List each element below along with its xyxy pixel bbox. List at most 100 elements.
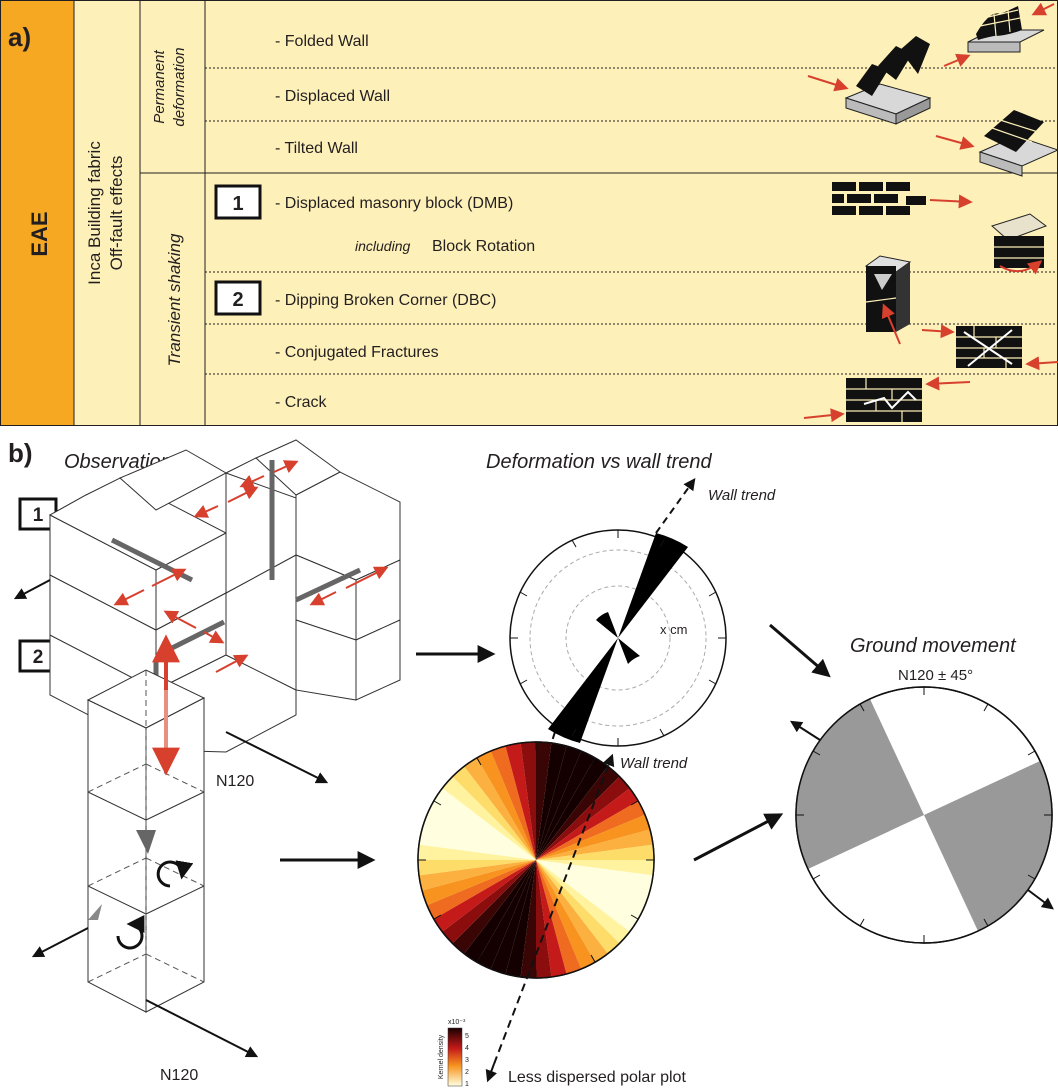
rose-ring-inner <box>565 585 671 691</box>
fabric-label-line1: Inca Building fabric <box>85 141 104 285</box>
kde-sector <box>427 860 536 919</box>
rose-ring-outer <box>529 549 707 727</box>
n120-arrow-top <box>225 731 329 784</box>
kde-sector <box>477 860 536 969</box>
kde-sector <box>536 829 653 860</box>
kde-sector <box>536 788 639 860</box>
dmb-bricks-icon <box>832 182 973 215</box>
item-conjugated: - Conjugated Fractures <box>275 344 439 361</box>
kde-sectors <box>417 742 655 978</box>
n120-label-top: N120 <box>216 773 254 790</box>
kernel-colorbar <box>447 1027 463 1087</box>
kde-sector <box>536 860 639 932</box>
kernel-tick-3: 3 <box>465 1057 469 1064</box>
fabric-label-line2: Off-fault effects <box>107 156 126 271</box>
kde-sector <box>422 860 536 906</box>
kde-sector <box>505 743 536 860</box>
kde-sector <box>536 860 567 977</box>
panel-b-label: b) <box>8 438 33 468</box>
kernel-exponent: x10⁻³ <box>448 1019 466 1026</box>
less-dispersed-label: Less dispersed polar plot <box>508 1069 686 1086</box>
kde-sector <box>418 860 536 876</box>
kernel-tick-5: 5 <box>465 1033 469 1040</box>
panel-a-label: a) <box>8 22 31 52</box>
kde-sector <box>464 757 536 860</box>
kde-sector <box>422 814 536 860</box>
panel-a: a) EAE Inca Building fabric Off-fault ef… <box>0 0 1058 426</box>
kde-sector <box>536 757 608 860</box>
kde-sector <box>427 801 536 860</box>
item-tilted-wall: - Tilted Wall <box>275 140 358 157</box>
kde-sector <box>490 746 536 860</box>
n120-arrow-bottom <box>145 999 259 1058</box>
panel-b: b) Observation 1 2 <box>8 438 1054 1088</box>
kde-sector <box>536 860 653 891</box>
eae-column <box>0 0 74 426</box>
kernel-label: Kernel density <box>438 1034 445 1079</box>
kernel-density-polar-plot: Wall trend x10⁻³ Kernel density 5 4 3 2 … <box>417 741 688 1088</box>
kde-sector <box>520 742 536 860</box>
rose-petal-sw <box>548 638 618 743</box>
kde-sector <box>477 751 536 860</box>
ground-movement-beachball <box>789 686 1054 944</box>
rose-petal-ne <box>618 533 688 638</box>
kde-sector <box>536 751 595 860</box>
rose-diagram: Wall trend x cm <box>509 478 776 747</box>
kde-sector <box>536 860 595 969</box>
crack-icon <box>803 376 971 423</box>
conjugated-fractures-icon <box>921 324 1058 371</box>
marker-1-label: 1 <box>232 193 243 215</box>
kde-sector <box>520 860 536 978</box>
rose-petal-nw <box>596 612 618 638</box>
kde-ticks <box>418 742 654 978</box>
kde-sector <box>536 742 552 860</box>
including-word: including <box>355 238 410 254</box>
panel-b-marker-1: 1 <box>33 505 44 526</box>
rotation-icon-right <box>156 860 194 888</box>
kde-sector <box>536 860 630 944</box>
wall-normal-arrow-2 <box>31 927 89 958</box>
rotation-icon-left <box>116 915 145 950</box>
x-cm-label: x cm <box>660 622 687 637</box>
broken-corner-small-icon <box>88 904 102 920</box>
rose-ticks <box>510 530 726 746</box>
marker-2-label: 2 <box>232 289 243 311</box>
marker-box-2 <box>214 280 262 316</box>
wall-trend-arrow-bottom <box>493 753 615 1065</box>
kde-sector <box>536 746 582 860</box>
wall-trend-label-top: Wall trend <box>708 487 776 504</box>
eae-label: EAE <box>27 211 52 256</box>
kde-sector <box>452 766 536 860</box>
permanent-label-line1: Permanent <box>151 49 168 123</box>
kde-sector <box>536 860 608 963</box>
permanent-label-line2: deformation <box>171 47 188 126</box>
wall-trend-label-bottom: Wall trend <box>620 755 688 772</box>
kde-sector <box>536 860 645 919</box>
wall-trend-arrow-tail <box>485 1063 497 1083</box>
ground-movement-title: Ground movement <box>850 635 1017 657</box>
kde-sector <box>536 844 655 860</box>
kde-sector <box>433 788 536 860</box>
quadrant-gray-nw <box>796 699 924 869</box>
ground-arrow-nw <box>789 720 821 741</box>
wall-trend-arrow-top <box>655 478 696 534</box>
kde-sector <box>536 860 582 974</box>
folded-wall-icon <box>943 2 1055 67</box>
kde-sector <box>536 776 630 860</box>
kde-sector <box>536 860 620 954</box>
dbc-pillar-drawing <box>86 669 206 1013</box>
item-folded-wall: - Folded Wall <box>275 33 369 50</box>
kernel-tick-2: 2 <box>465 1069 469 1076</box>
dbc-pillar-icon <box>864 255 912 345</box>
n120-label-bottom: N120 <box>160 1067 198 1084</box>
kde-sector <box>536 860 655 876</box>
kde-sector <box>536 860 650 906</box>
kde-sector <box>442 776 536 860</box>
item-displaced-wall: - Displaced Wall <box>275 88 390 105</box>
tilted-wall-icon <box>935 110 1058 177</box>
kde-sector <box>536 801 645 860</box>
kde-sector <box>452 860 536 954</box>
kde-sector <box>419 860 536 891</box>
deformation-title: Deformation vs wall trend <box>486 451 713 473</box>
